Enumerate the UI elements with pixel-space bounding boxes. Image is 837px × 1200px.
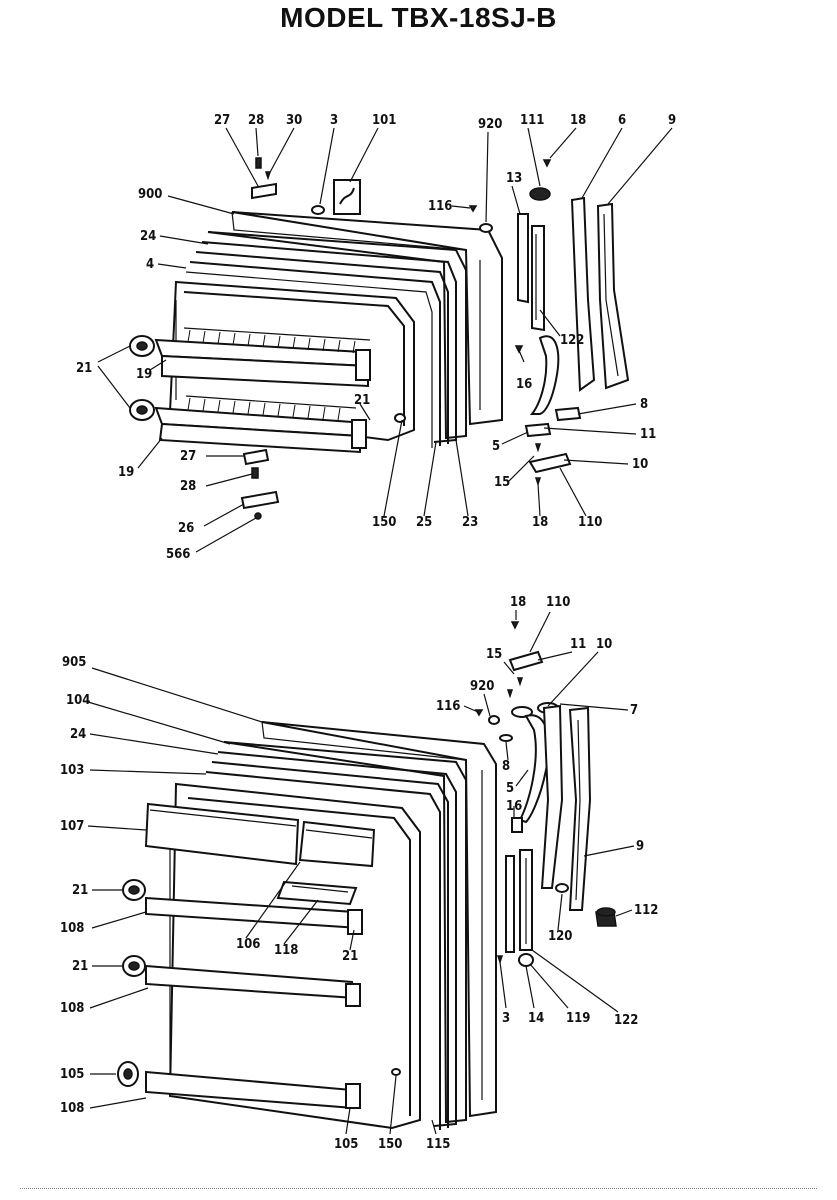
label-9-bottom: 9: [636, 839, 644, 854]
label-8-top: 8: [640, 397, 648, 412]
label-122-bottom: 122: [614, 1013, 638, 1028]
label-111: 111: [520, 113, 544, 128]
label-25: 25: [416, 515, 432, 530]
label-13: 13: [506, 171, 522, 186]
label-16-top: 16: [516, 377, 532, 392]
label-3-top: 3: [330, 113, 338, 128]
label-18-top: 18: [570, 113, 586, 128]
label-108-1: 108: [60, 921, 84, 936]
label-108-2: 108: [60, 1001, 84, 1016]
label-24-top: 24: [140, 229, 156, 244]
label-27-under: 27: [180, 449, 196, 464]
label-15-top: 15: [494, 475, 510, 490]
label-120: 120: [548, 929, 572, 944]
label-101: 101: [372, 113, 396, 128]
label-16-bottom: 16: [506, 799, 522, 814]
label-108-3: 108: [60, 1101, 84, 1116]
bottom-divider: [20, 1188, 817, 1189]
fresh-food-door-assembly: 18 110 15 11 10 905 920 104 116 7 24 8 1…: [60, 595, 658, 1152]
label-15-bottom: 15: [486, 647, 502, 662]
label-21-bottom-2: 21: [72, 959, 88, 974]
label-14: 14: [528, 1011, 544, 1026]
label-5-top: 5: [492, 439, 500, 454]
label-119: 119: [566, 1011, 590, 1026]
label-150-top: 150: [372, 515, 396, 530]
label-105-bottom: 105: [334, 1137, 358, 1152]
label-118: 118: [274, 943, 298, 958]
label-7: 7: [630, 703, 638, 718]
label-27-top: 27: [214, 113, 230, 128]
label-30: 30: [286, 113, 302, 128]
label-5-bottom: 5: [506, 781, 514, 796]
label-26: 26: [178, 521, 194, 536]
label-920-bottom: 920: [470, 679, 494, 694]
label-150-bottom: 150: [378, 1137, 402, 1152]
label-110-top: 110: [578, 515, 602, 530]
label-19-bottom: 19: [118, 465, 134, 480]
label-28-under: 28: [180, 479, 196, 494]
label-21-top-left: 21: [76, 361, 92, 376]
label-104: 104: [66, 693, 90, 708]
label-11-bottom: 11: [570, 637, 586, 652]
label-900: 900: [138, 187, 162, 202]
label-115: 115: [426, 1137, 450, 1152]
label-110-bottom: 110: [546, 595, 570, 610]
label-18-under: 18: [532, 515, 548, 530]
freezer-door-assembly: 27 28 30 3 101 920 111 18 6 9 900 116 13…: [76, 113, 676, 562]
label-23: 23: [462, 515, 478, 530]
label-566: 566: [166, 547, 190, 562]
label-905: 905: [62, 655, 86, 670]
label-24-bottom: 24: [70, 727, 86, 742]
label-21-bottom-right: 21: [342, 949, 358, 964]
label-920-top: 920: [478, 117, 502, 132]
label-105-left: 105: [60, 1067, 84, 1082]
page-title: MODEL TBX-18SJ-B: [280, 2, 557, 33]
label-18-bottom: 18: [510, 595, 526, 610]
label-116-bottom: 116: [436, 699, 460, 714]
label-122-top: 122: [560, 333, 584, 348]
label-106: 106: [236, 937, 260, 952]
label-10-bottom: 10: [596, 637, 612, 652]
label-4: 4: [146, 257, 154, 272]
label-9-top: 9: [668, 113, 676, 128]
label-112: 112: [634, 903, 658, 918]
label-28-top: 28: [248, 113, 264, 128]
label-21-bottom-1: 21: [72, 883, 88, 898]
label-19-top: 19: [136, 367, 152, 382]
label-6: 6: [618, 113, 626, 128]
label-11-top: 11: [640, 427, 656, 442]
label-10-top: 10: [632, 457, 648, 472]
label-107: 107: [60, 819, 84, 834]
label-103: 103: [60, 763, 84, 778]
label-21-top-right: 21: [354, 393, 370, 408]
label-3-bottom: 3: [502, 1011, 510, 1026]
label-8-bottom: 8: [502, 759, 510, 774]
label-116-top: 116: [428, 199, 452, 214]
